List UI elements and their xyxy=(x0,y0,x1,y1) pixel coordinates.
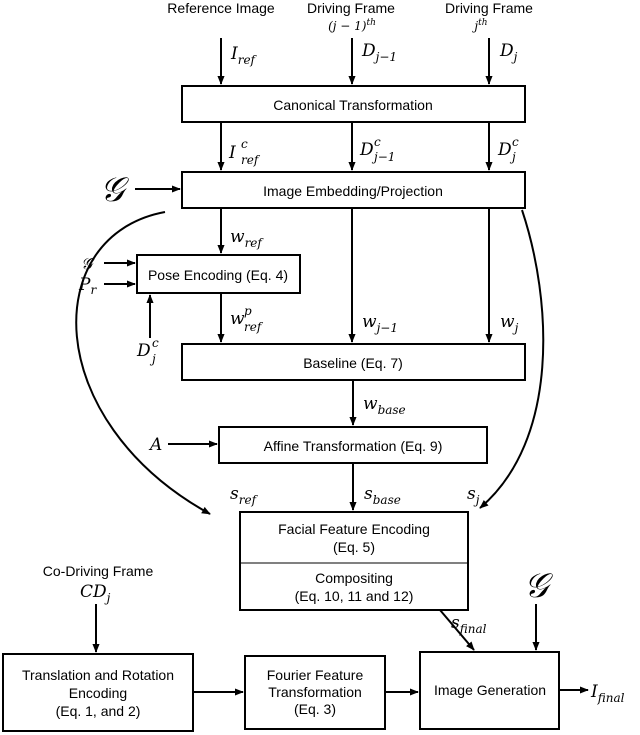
translation-rotation-box: Translation and Rotation Encoding (Eq. 1… xyxy=(2,653,194,732)
label-s-final: sfinal xyxy=(451,613,487,636)
label-d-jm1-c: D c j−1 xyxy=(359,135,395,164)
svg-text:c: c xyxy=(512,135,519,149)
svg-text:(Eq. 3): (Eq. 3) xyxy=(294,701,336,717)
driving-frame-cur-index: jth xyxy=(471,18,487,33)
svg-text:I: I xyxy=(228,143,236,163)
driving-frame-cur-label: Driving Frame xyxy=(445,0,533,16)
svg-text:ref: ref xyxy=(244,320,264,334)
svg-text:(Eq. 1, and 2): (Eq. 1, and 2) xyxy=(56,703,141,719)
label-w-ref: wref xyxy=(230,227,264,250)
baseline-box: Baseline (Eq. 7) xyxy=(181,343,526,381)
label-generator-main: 𝒢 xyxy=(100,170,129,210)
compositing-eq: (Eq. 10, 11 and 12) xyxy=(295,588,414,604)
affine-transformation-box: Affine Transformation (Eq. 9) xyxy=(218,426,488,464)
svg-text:Fourier Feature: Fourier Feature xyxy=(267,667,364,683)
label-s-base: sbase xyxy=(364,484,401,507)
svg-text:p: p xyxy=(244,304,252,318)
label-i-final: Ifinal xyxy=(590,682,625,705)
svg-text:Image Embedding/Projection: Image Embedding/Projection xyxy=(263,183,443,199)
svg-text:Baseline (Eq. 7): Baseline (Eq. 7) xyxy=(303,355,403,371)
svg-text:Transformation: Transformation xyxy=(268,684,362,700)
svg-text:j: j xyxy=(509,150,516,164)
label-w-jm1: wj−1 xyxy=(362,312,398,335)
label-generator-gen: 𝒢 xyxy=(524,566,553,606)
label-d-jm1: Dj−1 xyxy=(361,41,397,64)
label-w-base: wbase xyxy=(363,394,406,417)
svg-text:D: D xyxy=(497,140,512,160)
label-d-j-c: D c j xyxy=(497,135,519,164)
svg-text:Image Generation: Image Generation xyxy=(434,682,546,698)
canonical-transformation-box: Canonical Transformation xyxy=(181,85,526,123)
label-a: A xyxy=(148,435,162,455)
svg-text:D: D xyxy=(359,140,374,160)
label-s-j: sj xyxy=(467,484,480,507)
svg-text:Translation and Rotation: Translation and Rotation xyxy=(22,667,174,683)
label-w-j: wj xyxy=(500,312,519,335)
svg-text:ref: ref xyxy=(241,153,261,167)
svg-text:Affine Transformation (Eq. 9): Affine Transformation (Eq. 9) xyxy=(264,438,443,454)
image-embedding-box: Image Embedding/Projection xyxy=(181,171,526,209)
svg-text:j−1: j−1 xyxy=(371,150,395,164)
svg-text:c: c xyxy=(152,336,159,350)
svg-text:c: c xyxy=(241,137,248,151)
svg-text:Canonical Transformation: Canonical Transformation xyxy=(273,97,433,113)
driving-frame-prev-index: (j − 1)th xyxy=(328,18,376,33)
fourier-feature-box: Fourier Feature Transformation (Eq. 3) xyxy=(244,655,386,730)
facial-compositing-box: Facial Feature Encoding (Eq. 5) Composit… xyxy=(239,511,469,611)
facial-feature-encoding-label: Facial Feature Encoding xyxy=(278,521,430,537)
svg-text:j: j xyxy=(149,352,156,366)
image-generation-box: Image Generation xyxy=(419,651,560,730)
svg-text:c: c xyxy=(374,135,381,149)
label-cd-j: CDj xyxy=(80,582,111,605)
label-generator-pose: 𝒢 xyxy=(81,254,95,273)
compositing-label: Compositing xyxy=(315,570,393,586)
pose-encoding-box: Pose Encoding (Eq. 4) xyxy=(136,254,301,294)
svg-text:Pose Encoding (Eq. 4): Pose Encoding (Eq. 4) xyxy=(148,267,288,283)
label-s-ref: sref xyxy=(230,484,259,507)
reference-image-label: Reference Image xyxy=(167,0,275,16)
edge-embedding-curve-to-facial xyxy=(75,211,211,515)
svg-text:D: D xyxy=(136,341,151,361)
label-w-ref-p: w p ref xyxy=(230,304,264,334)
edge-embedding-cur-curve-to-facial xyxy=(479,209,545,509)
svg-text:w: w xyxy=(230,309,245,329)
co-driving-frame-label: Co-Driving Frame xyxy=(43,563,154,579)
edge-facial-to-generation xyxy=(439,609,475,651)
label-i-ref-c: I c ref xyxy=(228,137,261,167)
svg-text:Encoding: Encoding xyxy=(69,685,127,701)
label-d-j: Dj xyxy=(499,41,518,64)
label-d-j-c-pose: D c j xyxy=(136,336,159,366)
facial-feature-encoding-eq: (Eq. 5) xyxy=(333,539,375,555)
label-p-r: Pr xyxy=(78,275,97,297)
label-i-ref: Iref xyxy=(230,44,258,67)
driving-frame-prev-label: Driving Frame xyxy=(307,0,395,16)
